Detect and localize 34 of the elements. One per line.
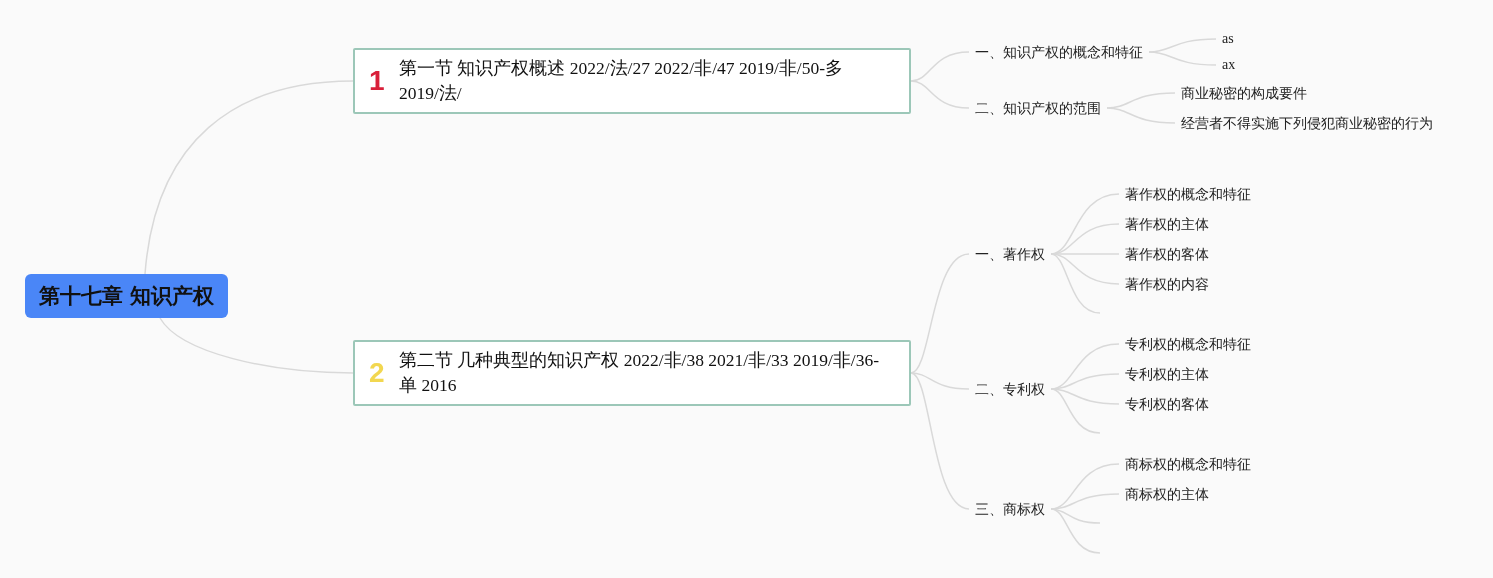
subtopic-label: ax: [1216, 55, 1242, 75]
subtopic-label: 三、商标权: [969, 499, 1051, 519]
topic-text: 第一节 知识产权概述 2022/法/27 2022/非/47 2019/非/50-多 2019/法/: [399, 57, 844, 105]
subtopic-label: as: [1216, 29, 1240, 49]
branch-line: [159, 317, 354, 374]
topic-text: 第二节 几种典型的知识产权 2022/非/38 2021/非/33 2019/非/36-单 2016: [399, 349, 880, 397]
subtopic-label: 著作权的内容: [1119, 274, 1215, 294]
subtopic-label: 专利权的客体: [1119, 394, 1215, 414]
subtopic-label: 一、著作权: [969, 244, 1051, 264]
subtopic-label: 商标权的概念和特征: [1119, 454, 1257, 474]
branch-line: [910, 372, 970, 510]
subtopic-label: 专利权的概念和特征: [1119, 334, 1257, 354]
number-marker: 2: [369, 357, 386, 389]
subtopic-label: 著作权的概念和特征: [1119, 184, 1257, 204]
subtopic-label: 著作权的客体: [1119, 244, 1215, 264]
section-topic: [353, 48, 911, 114]
branch-line: [910, 80, 970, 109]
branch-line: [144, 80, 354, 275]
number-marker: 1: [369, 65, 386, 97]
subtopic-label: 商标权的主体: [1119, 484, 1215, 504]
section-topic: [353, 340, 911, 406]
branch-line: [1106, 107, 1176, 124]
subtopic-label: 经营者不得实施下列侵犯商业秘密的行为: [1175, 113, 1439, 133]
branch-line: [1148, 51, 1217, 66]
branch-line: [910, 253, 970, 374]
branch-line: [1050, 253, 1101, 314]
central-topic: 第十七章 知识产权: [25, 274, 229, 318]
subtopic-label: 二、知识产权的范围: [969, 98, 1107, 118]
subtopic-label: 著作权的主体: [1119, 214, 1215, 234]
subtopic-label: 专利权的主体: [1119, 364, 1215, 384]
subtopic-label: 二、专利权: [969, 379, 1051, 399]
subtopic-label: 商业秘密的构成要件: [1175, 83, 1313, 103]
branch-line: [910, 51, 970, 82]
subtopic-label: 一、知识产权的概念和特征: [969, 42, 1149, 62]
